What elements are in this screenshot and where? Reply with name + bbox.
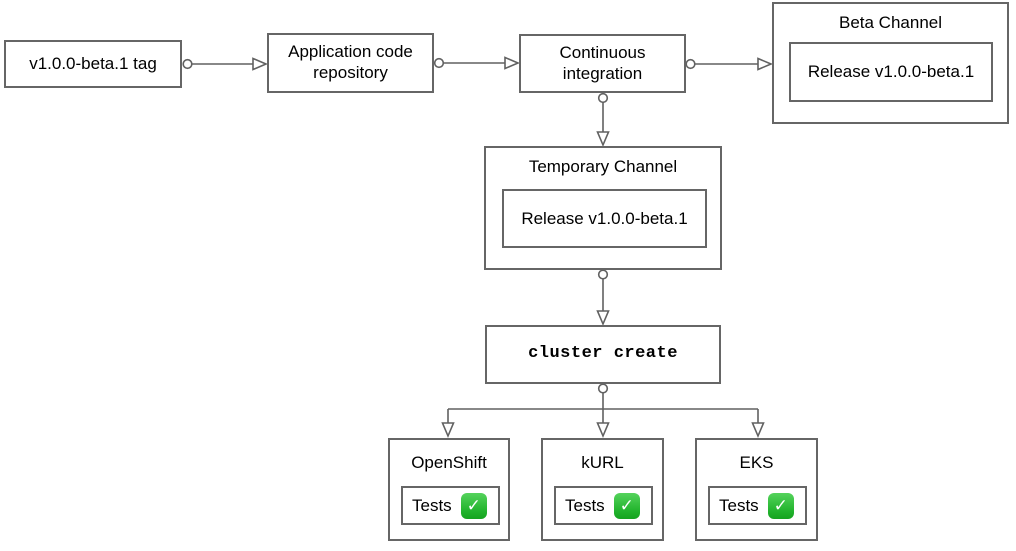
node-app-repo: Application code repository [267, 33, 434, 93]
beta-channel-title: Beta Channel [838, 13, 943, 32]
edge-arrowhead [596, 310, 610, 327]
node-version-tag: v1.0.0-beta.1 tag [4, 40, 182, 88]
check-mark-icon: ✓ [460, 492, 487, 519]
edge-arrowhead [596, 422, 610, 439]
temporary-release-label: Release v1.0.0-beta.1 [521, 208, 688, 228]
node-kurl: kURL Tests ✓ [541, 438, 664, 541]
node-eks: EKS Tests ✓ [695, 438, 818, 541]
node-beta-release: Release v1.0.0-beta.1 [789, 42, 993, 102]
edge-source-dot [182, 58, 193, 70]
beta-release-label: Release v1.0.0-beta.1 [807, 62, 975, 81]
edge-source-dot [597, 269, 609, 280]
eks-title: EKS [739, 453, 774, 472]
tests-label: Tests [565, 495, 605, 515]
tests-label: Tests [719, 495, 759, 515]
edge-arrowhead [252, 57, 269, 71]
temporary-channel-title: Temporary Channel [528, 157, 678, 176]
app-repo-label: Application code repository [288, 42, 413, 82]
edge-source-dot [433, 57, 445, 69]
node-continuous-integration: Continuous integration [519, 34, 686, 93]
edge-arrowhead [751, 422, 765, 439]
tests-label: Tests [412, 495, 452, 515]
edge-source-dot [685, 58, 696, 70]
kurl-tests-box: Tests ✓ [554, 486, 653, 525]
check-mark-icon: ✓ [767, 492, 794, 519]
node-beta-channel: Beta Channel Release v1.0.0-beta.1 [772, 2, 1009, 124]
edge-source-dot [597, 92, 609, 104]
openshift-tests-box: Tests ✓ [401, 486, 500, 525]
openshift-title: OpenShift [411, 453, 487, 472]
edge-arrowhead [596, 131, 610, 148]
edge-arrowhead [757, 57, 774, 71]
kurl-title: kURL [581, 453, 624, 472]
edge-source-dot [597, 383, 609, 394]
node-temporary-release: Release v1.0.0-beta.1 [502, 189, 707, 248]
node-cluster-create: cluster create [485, 325, 721, 384]
version-tag-label: v1.0.0-beta.1 tag [29, 53, 157, 73]
eks-tests-box: Tests ✓ [708, 486, 807, 525]
node-temporary-channel: Temporary Channel Release v1.0.0-beta.1 [484, 146, 722, 270]
continuous-integration-label: Continuous integration [559, 42, 646, 83]
check-mark-icon: ✓ [613, 492, 640, 519]
node-openshift: OpenShift Tests ✓ [388, 438, 510, 541]
cluster-create-label: cluster create [528, 344, 678, 364]
edge-arrowhead [504, 56, 521, 70]
edge-arrowhead [441, 422, 455, 439]
